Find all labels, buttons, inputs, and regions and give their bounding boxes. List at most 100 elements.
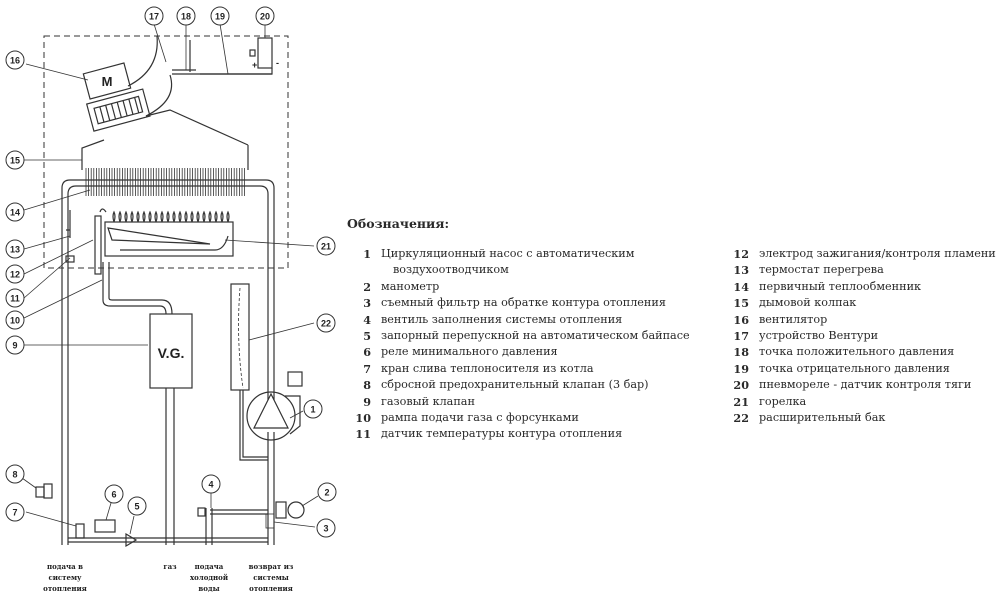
bypass-valve [125,532,138,548]
filter [265,513,275,529]
callout-6: 6 [104,484,124,504]
legend-title: Обозначения: [347,216,450,231]
legend-item: 2 манометр [347,279,717,295]
legend-item-number: 21 [733,394,749,409]
callout-10: 10 [5,310,25,330]
callout-number: 5 [134,502,139,512]
legend-item-number: 17 [733,329,749,344]
callout-9: 9 [5,335,25,355]
legend-item-text: датчик температуры контура отопления [381,427,623,441]
callout-16: 16 [5,50,25,70]
callout-number: 1 [310,405,315,415]
gas-rail [94,215,102,275]
burner [104,210,234,257]
callout-5: 5 [127,496,147,516]
venturi-duct [127,35,173,117]
callout-number: 17 [149,12,159,22]
gas-pipe [102,262,173,315]
legend-item: 19 точка отрицательного давления [727,361,1000,377]
gas-valve [149,313,193,389]
legend-item: 11 датчик температуры контура отопления [347,426,717,442]
combustion-chamber-outline [43,35,289,269]
fan-icon [85,88,151,132]
callout-number: 4 [208,480,213,490]
callout-17: 17 [144,6,164,26]
legend-item-number: 9 [363,394,371,409]
callout-1: 1 [303,399,323,419]
legend-item-number: 14 [733,279,749,294]
callout-14: 14 [5,202,25,222]
callout-8: 8 [5,464,25,484]
callout-number: 9 [12,341,17,351]
legend-item: 10 рампа подачи газа с форсунками [347,410,717,426]
callout-number: 11 [10,294,20,304]
callout-number: 18 [181,12,191,22]
callout-number: 12 [10,270,20,280]
legend-item-number: 3 [363,296,371,311]
callout-number: 7 [12,508,17,518]
callout-number: 22 [321,319,331,329]
legend-item-text: пневмореле - датчик контроля тяги [759,378,972,392]
legend-item-number: 2 [363,279,371,294]
legend-item: 8 сбросной предохранительный клапан (3 ба… [347,377,717,393]
plus-sign: + [252,60,257,70]
legend-item-text: точка отрицательного давления [759,361,950,375]
legend-item: 22 расширительный бак [727,410,1000,426]
legend-item-number: 4 [363,312,371,327]
legend-item-text: электрод зажигания/контроля пламени [759,247,996,260]
legend-item-text: вентиль заполнения системы отопления [381,312,623,326]
callout-3: 3 [316,518,336,538]
legend-item-number: 15 [733,296,749,311]
callout-number: 16 [10,56,20,66]
legend-item: 17 устройство Вентури [727,328,1000,344]
legend-item-text: реле минимального давления [381,345,558,359]
callout-number: 13 [10,245,20,255]
legend-item-text: горелка [759,394,807,408]
callout-19: 19 [210,6,230,26]
callout-13: 13 [5,239,25,259]
legend-item-number: 1 [363,247,371,261]
overheat-thermostat [66,210,71,238]
heat-exchanger-fins [85,168,245,196]
legend-item-number: 12 [733,247,749,261]
callout-number: 3 [323,524,328,534]
legend-item-number: 10 [355,411,371,426]
callout-number: 6 [111,490,116,500]
legend-item-text: устройство Вентури [759,329,879,343]
callout-number: 2 [324,488,329,498]
legend-item-number: 13 [733,263,749,278]
legend-item-number: 19 [733,361,749,376]
legend-item-text: сбросной предохранительный клапан (3 бар… [381,378,649,392]
legend-item-number: 22 [733,411,749,426]
callout-number: 15 [10,156,20,166]
min-pressure-relay [94,519,116,533]
legend-item-number: 18 [733,345,749,360]
legend-item-text: рампа подачи газа с форсунками [381,411,579,425]
legend-item-number: 8 [363,378,371,393]
expansion-vessel [230,283,250,391]
gas-valve-label: V.G. [158,345,185,361]
flue-hood [81,109,249,170]
boiler-schematic: V.G. M + - 12345678910111213141516171819… [5,6,337,593]
legend-item: 4 вентиль заполнения системы отопления [347,312,717,328]
callout-4: 4 [201,474,221,494]
legend-item-number: 20 [733,378,749,393]
legend-item-text: расширительный бак [759,411,886,425]
legend-item-number: 11 [355,427,371,442]
legend-item: 6 реле минимального давления [347,344,717,360]
legend-item: 21 горелка [727,394,1000,410]
callout-number: 10 [10,316,20,326]
legend-item-number: 6 [363,345,371,360]
air-pressure-switch [257,37,273,69]
bypass-pipe [68,537,268,543]
legend-item-text: манометр [381,279,440,293]
circulation-pump [246,371,303,441]
temperature-sensor [65,255,75,263]
